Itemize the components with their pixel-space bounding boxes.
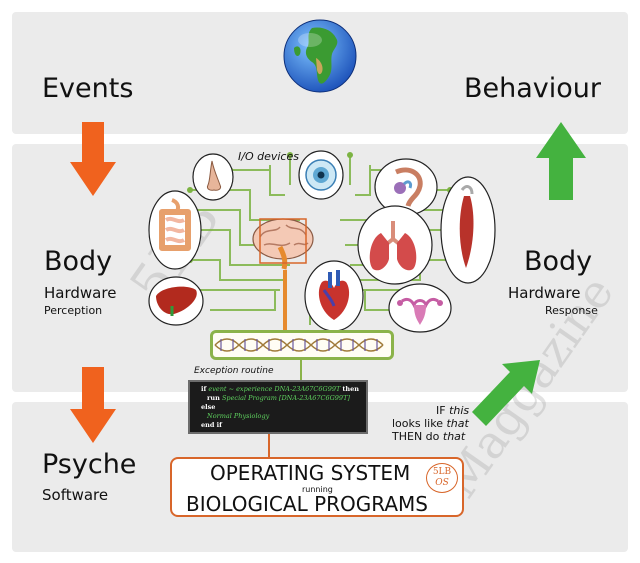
body-left-perception: Perception (44, 304, 103, 317)
eye-icon (298, 150, 344, 200)
connector-brain-dna (283, 270, 287, 330)
uterus-icon (388, 283, 452, 333)
psyche-software: Software (42, 486, 109, 504)
body-right-response: Response (545, 304, 598, 317)
os-running: running (302, 485, 333, 494)
body-left-hardware: Hardware (44, 284, 117, 302)
liver-icon (148, 276, 204, 326)
code-line-4: Normal Physiology (207, 412, 270, 420)
muscle-icon (440, 176, 496, 284)
psyche-title: Psyche (42, 449, 137, 480)
events-label: Events (42, 73, 134, 104)
connector-dna-code (300, 360, 302, 380)
operating-system-box: OPERATING SYSTEM running BIOLOGICAL PROG… (170, 457, 464, 517)
exception-routine-label: Exception routine (194, 366, 274, 376)
brain-icon (252, 218, 314, 270)
up-arrow-response (472, 360, 540, 426)
code-box: if event ~ experience DNA-23A67C6G99T th… (188, 380, 368, 434)
up-arrow-behaviour (536, 122, 586, 200)
down-arrow-events (70, 122, 116, 196)
rule-line-1: IF this (436, 404, 470, 417)
rule-line-2: looks like that (392, 417, 469, 430)
heart-icon (304, 260, 364, 332)
dna-strand (210, 330, 394, 360)
nose-icon (192, 153, 234, 201)
code-line-2: run Special Program [DNA-23A67C6G99T] (207, 394, 350, 402)
body-right-title: Body (524, 246, 593, 277)
io-devices-label: I/O devices (238, 150, 299, 163)
body-right-hardware: Hardware (508, 284, 581, 302)
code-line-3: else (201, 403, 216, 411)
logo-top: 5LB (432, 467, 452, 477)
5lb-os-logo: 5LB OS (426, 463, 458, 493)
code-line-1: if event ~ experience DNA-23A67C6G99T th… (201, 385, 359, 393)
down-arrow-body (70, 367, 116, 443)
lungs-icon (357, 205, 433, 285)
intestines-icon (148, 190, 202, 270)
os-programs: BIOLOGICAL PROGRAMS (186, 492, 428, 516)
code-line-5: end if (201, 421, 222, 429)
behaviour-label: Behaviour (464, 73, 602, 104)
body-left-title: Body (44, 246, 113, 277)
globe-icon (283, 19, 357, 93)
connector-code-os (268, 434, 270, 458)
os-title: OPERATING SYSTEM (210, 461, 411, 485)
rule-line-3: THEN do that (392, 430, 466, 443)
logo-bottom: OS (435, 478, 449, 488)
